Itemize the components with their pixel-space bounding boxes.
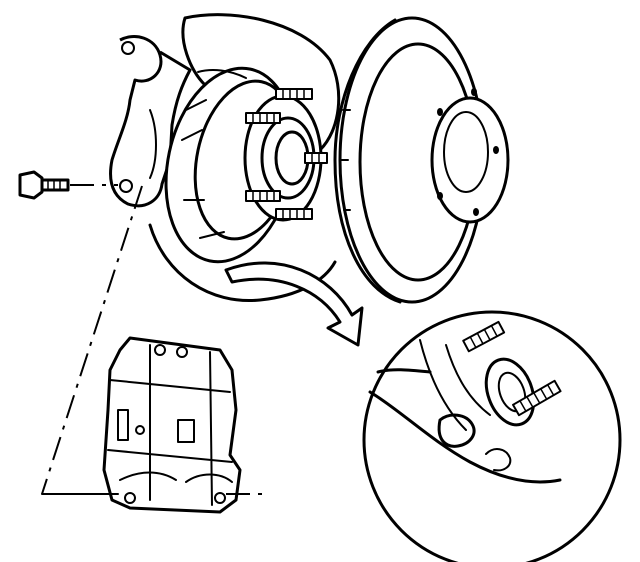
wheel-studs [245,88,328,220]
detail-stud-2 [512,379,562,417]
mounting-bolt [18,170,118,200]
detail-stud-1 [462,320,506,353]
magnified-detail [362,310,622,562]
steering-knuckle [109,35,192,208]
leader-lines [41,185,143,495]
curved-arrow [224,261,364,347]
wheel-hub [164,66,328,264]
brake-caliper [102,336,270,514]
brake-rotor [333,16,510,304]
